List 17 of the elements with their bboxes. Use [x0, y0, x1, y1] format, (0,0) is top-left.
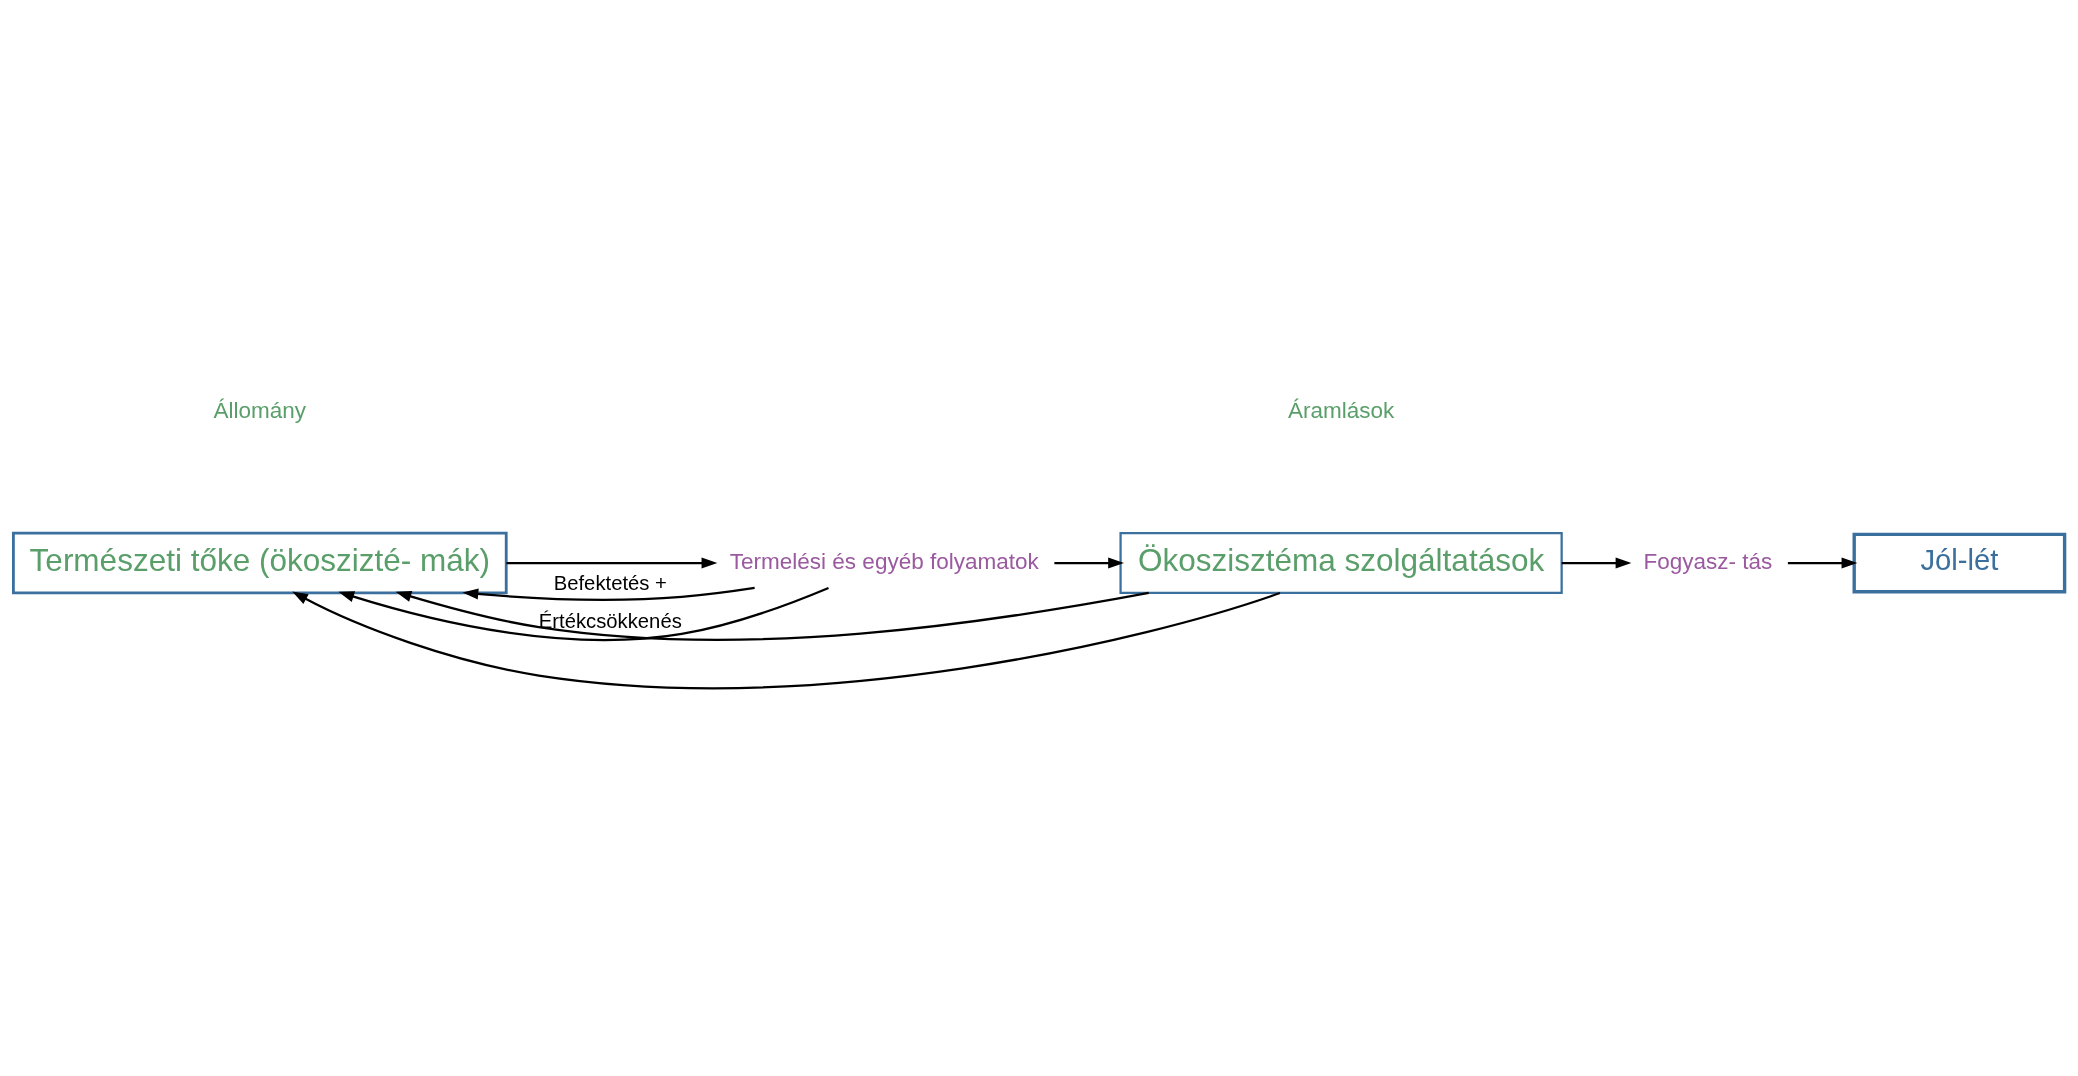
edge-label: Befektetés +	[553, 572, 667, 595]
arrow	[338, 586, 829, 642]
label: Állomány	[213, 397, 307, 423]
node-box: Ökoszisztéma szolgáltatások	[1119, 532, 1563, 594]
arrow	[1787, 557, 1858, 569]
arrow	[1561, 557, 1632, 569]
node-box: Természeti tőke (ökoszizté- mák)	[12, 531, 508, 595]
node-box: Jól-lét	[1852, 532, 2067, 594]
node-text: Fogyasz- tás	[1643, 548, 1773, 574]
arrow	[1054, 557, 1124, 569]
label: Áramlások	[1287, 397, 1395, 423]
edge-label: Értékcsökkenés	[538, 609, 682, 632]
arrow	[395, 591, 1149, 641]
arrow	[506, 557, 718, 569]
node-text: Termelési és egyéb folyamatok	[729, 548, 1039, 574]
arrow	[462, 586, 755, 601]
arrow	[292, 591, 1281, 689]
